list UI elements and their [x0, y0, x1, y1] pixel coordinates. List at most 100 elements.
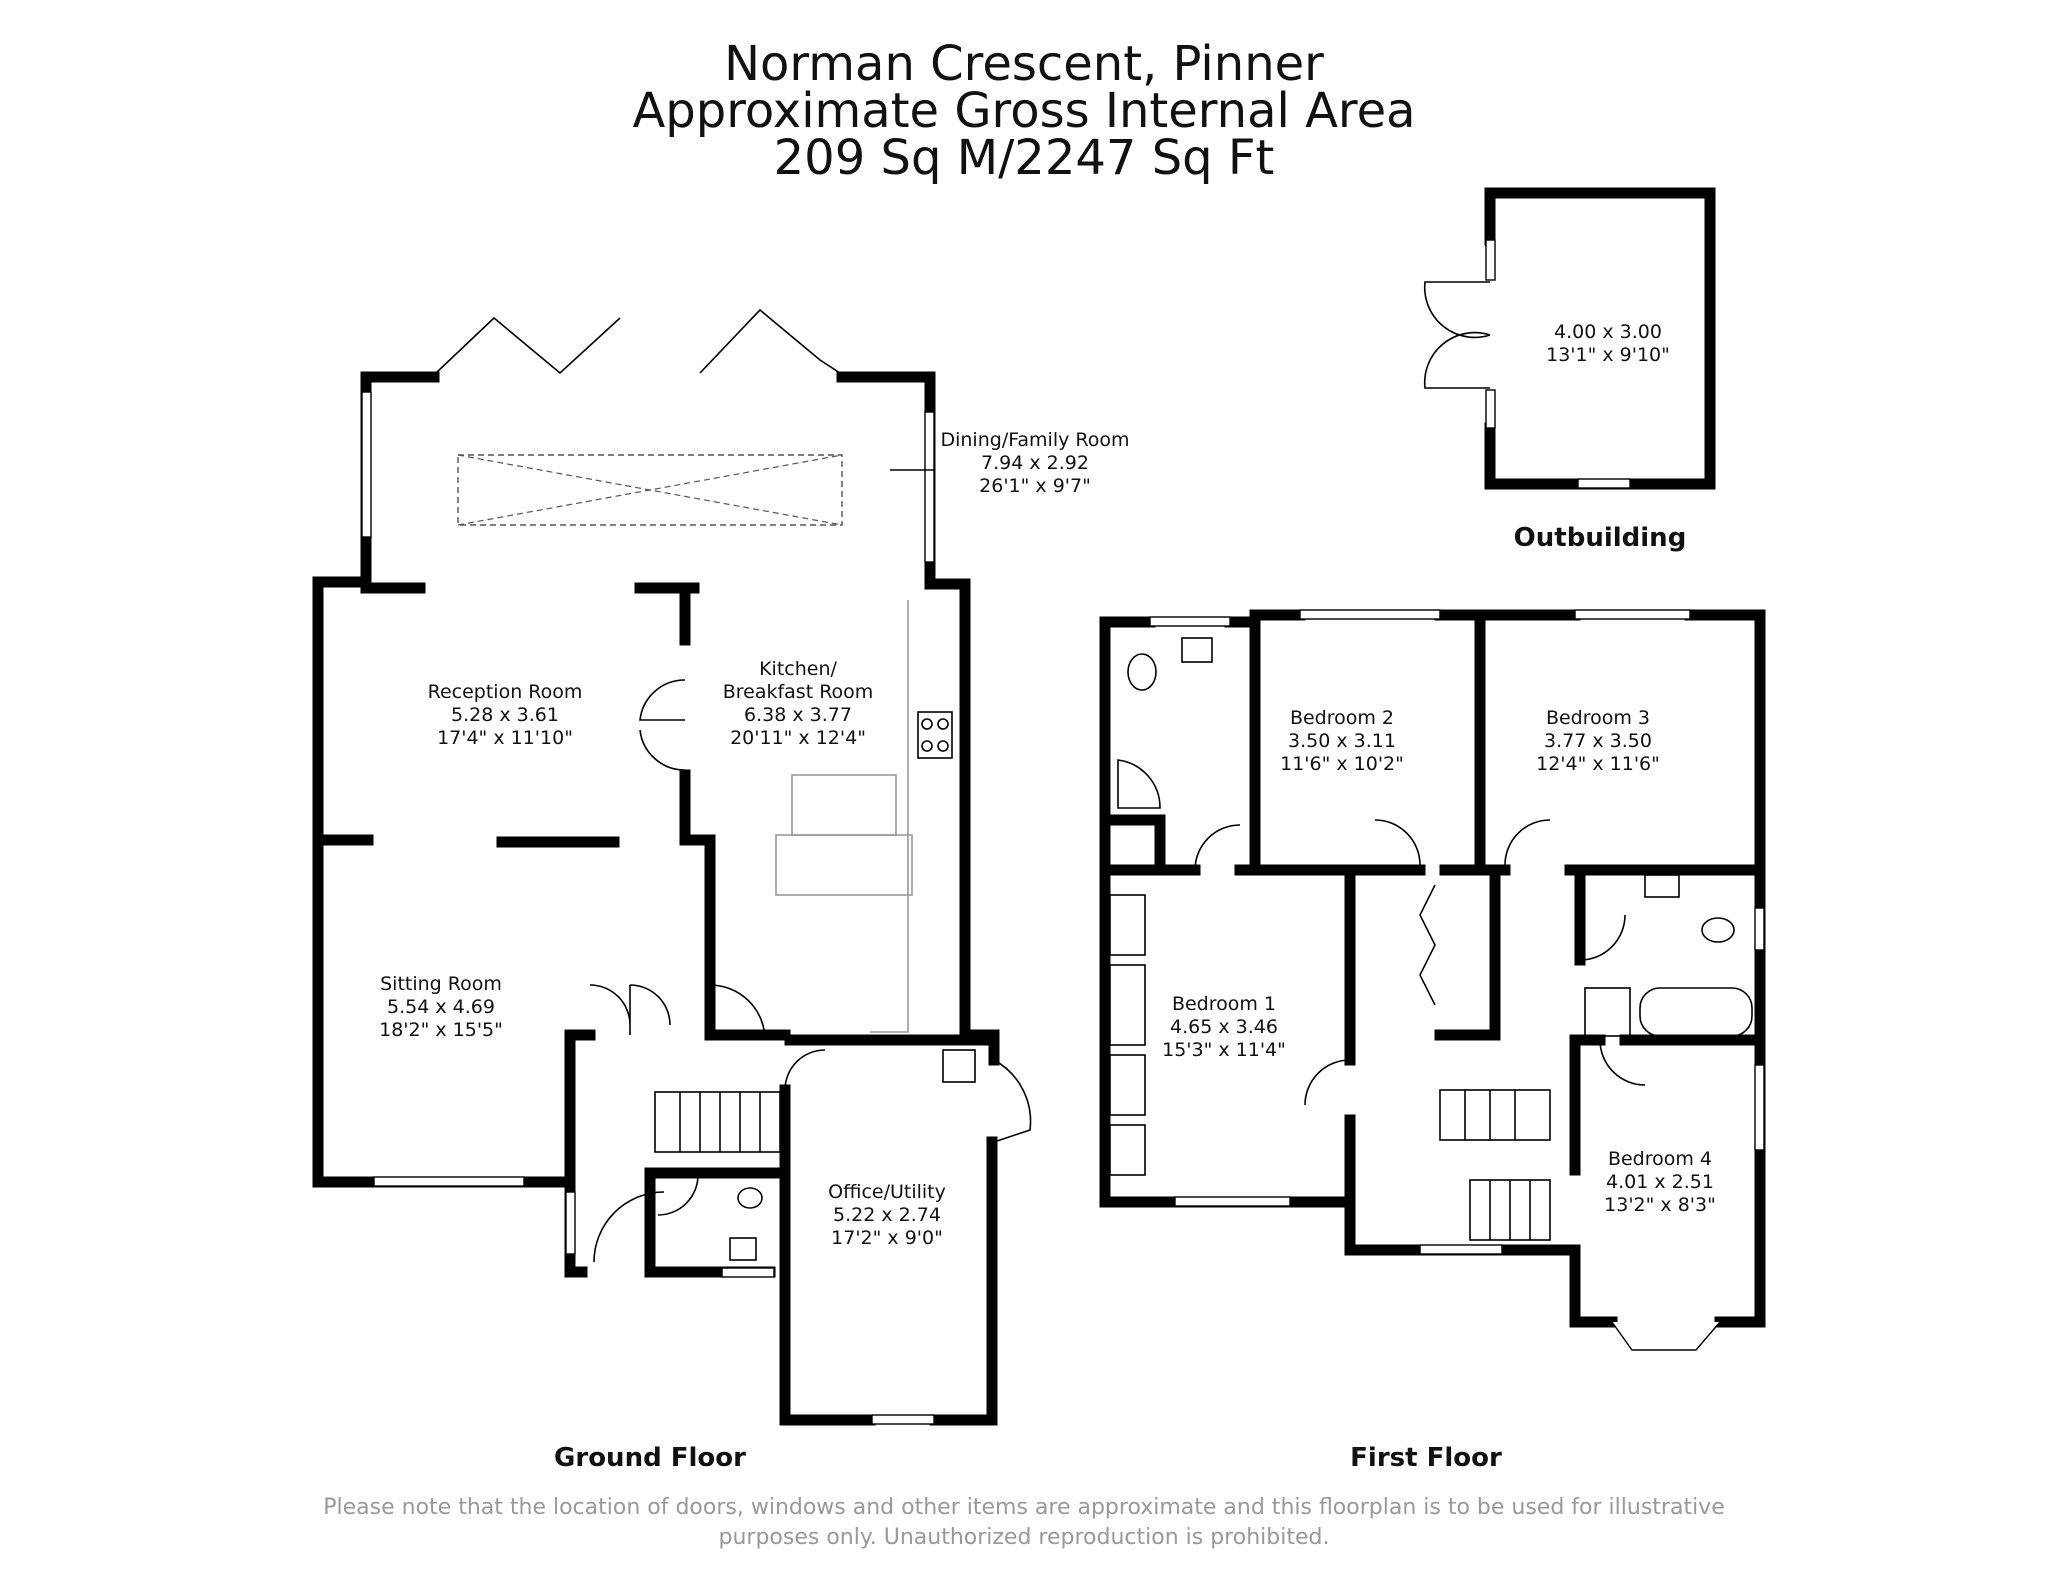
dining-room-metric: 7.94 x 2.92	[981, 452, 1089, 474]
bathroom2-toilet-icon	[1701, 917, 1735, 943]
ground-floor-plan: Dining/Family Room 7.94 x 2.92 26'1" x 9…	[312, 308, 1130, 1473]
ground-floor-label: Ground Floor	[554, 1443, 746, 1473]
outbuilding-metric: 4.00 x 3.00	[1554, 321, 1662, 343]
ensuite-cupboard-wall	[1104, 814, 1166, 876]
wc-toilet-icon	[737, 1187, 763, 1209]
wc-window	[721, 1267, 775, 1278]
ensuite-toilet-icon	[1127, 653, 1157, 691]
bedroom3-door	[1504, 819, 1551, 866]
bedroom3-imperial: 12'4" x 11'6"	[1536, 753, 1660, 775]
ground-stairs	[654, 1091, 781, 1153]
bedroom1-window	[1174, 1196, 1291, 1207]
office-south-window	[871, 1414, 935, 1425]
bedroom3-metric: 3.77 x 3.50	[1544, 730, 1652, 752]
bedroom4-name: Bedroom 4	[1608, 1148, 1712, 1170]
bifold-door-left	[435, 316, 621, 375]
landing-cupboard	[1434, 864, 1501, 1041]
first-north-wall-left	[1224, 609, 1306, 628]
bedroom4-bay-window	[1611, 1321, 1721, 1351]
bathroom2-bath-icon	[1639, 987, 1753, 1037]
hall-south-wall	[524, 1029, 596, 1188]
outbuilding-label: Outbuilding	[1514, 523, 1687, 553]
ensuite-shower-icon	[1117, 759, 1161, 809]
first-stairs	[1439, 1089, 1551, 1241]
ensuite-basin-icon	[1181, 637, 1213, 663]
bifold-door-right	[699, 308, 841, 374]
area-caption: Approximate Gross Internal Area	[632, 83, 1415, 139]
area-value: 209 Sq M/2247 Sq Ft	[774, 130, 1275, 186]
office-imperial: 17'2" x 9'0"	[831, 1227, 943, 1249]
property-name: Norman Crescent, Pinner	[724, 36, 1324, 92]
bathroom2-door	[1579, 914, 1626, 961]
outbuilding-west-window-bottom	[1485, 389, 1496, 429]
plan-header: Norman Crescent, Pinner Approximate Gros…	[632, 36, 1415, 186]
first-east-wall	[1684, 609, 1766, 1328]
bathroom2-window	[1754, 907, 1765, 951]
hob-icon	[917, 711, 953, 759]
bedroom4-imperial: 13'2" x 8'3"	[1604, 1194, 1716, 1216]
first-floor-plan: Bedroom 2 3.50 x 3.11 11'6" x 10'2" Bedr…	[1099, 609, 1766, 1473]
office-east-wall	[929, 1136, 998, 1426]
kitchen-name-line1: Kitchen/	[759, 658, 837, 680]
ensuite-window	[1149, 616, 1231, 627]
wc-basin-icon	[729, 1237, 757, 1261]
bedroom1-metric: 4.65 x 3.46	[1170, 1016, 1278, 1038]
bedroom2-name: Bedroom 2	[1290, 707, 1394, 729]
sitting-room-metric: 5.54 x 4.69	[387, 996, 495, 1018]
bedroom2-door	[1374, 819, 1421, 866]
ground-west-wall	[312, 371, 536, 1188]
landing-cupboard-doors	[1419, 884, 1436, 1006]
bedroom2-window	[1299, 609, 1441, 620]
porch-window	[565, 1191, 576, 1255]
utility-sink-icon	[942, 1049, 976, 1083]
outbuilding-imperial: 13'1" x 9'10"	[1546, 344, 1670, 366]
bedroom4-metric: 4.01 x 2.51	[1606, 1171, 1714, 1193]
outbuilding-walls	[1484, 187, 1716, 490]
disclaimer-line1: Please note that the location of doors, …	[323, 1495, 1724, 1520]
office-side-door	[993, 1059, 1032, 1143]
kitchen-island-base	[775, 834, 913, 896]
rooflight	[457, 454, 843, 526]
wc-door	[657, 1174, 699, 1216]
bedroom1-name: Bedroom 1	[1172, 993, 1276, 1015]
landing-window	[1419, 1244, 1503, 1255]
sitting-south-window	[373, 1176, 525, 1187]
bedroom1-wardrobes	[1109, 894, 1146, 1176]
kitchen-worktop	[870, 600, 909, 1033]
office-name: Office/Utility	[828, 1181, 946, 1203]
bedroom2-metric: 3.50 x 3.11	[1288, 730, 1396, 752]
disclaimer-line2: purposes only. Unauthorized reproduction…	[719, 1525, 1330, 1550]
first-floor-label: First Floor	[1350, 1443, 1502, 1473]
bedroom4-door	[1599, 1039, 1646, 1086]
office-west-wall	[779, 1084, 876, 1426]
reception-room-name: Reception Room	[428, 681, 583, 703]
reception-kitchen-doors	[639, 679, 686, 771]
bedroom1-door	[1304, 1059, 1351, 1106]
outbuilding-west-window-top	[1485, 239, 1496, 281]
ground-east-wall	[836, 371, 1000, 1041]
dining-room-imperial: 26'1" x 9'7"	[979, 475, 1091, 497]
dining-west-window	[361, 391, 372, 538]
hall-double-doors	[589, 984, 671, 1035]
bathroom2-shower-icon	[1584, 987, 1631, 1037]
front-door	[593, 1191, 665, 1263]
bathroom2-basin-icon	[1644, 874, 1680, 898]
bedroom2-imperial: 11'6" x 10'2"	[1280, 753, 1404, 775]
dining-east-window	[924, 411, 935, 563]
outbuilding-plan: 4.00 x 3.00 13'1" x 9'10" Outbuilding	[1423, 187, 1716, 553]
office-door	[784, 1049, 826, 1091]
kitchen-west-wall-low	[679, 834, 716, 1041]
disclaimer: Please note that the location of doors, …	[323, 1495, 1724, 1550]
kitchen-imperial: 20'11" x 12'4"	[730, 727, 866, 749]
sitting-room-name: Sitting Room	[380, 973, 502, 995]
bedroom3-window	[1574, 609, 1691, 620]
reception-room-imperial: 17'4" x 11'10"	[437, 727, 573, 749]
kitchen-metric: 6.38 x 3.77	[744, 704, 852, 726]
bedroom4-east-window	[1754, 1064, 1765, 1151]
kitchen-door	[709, 984, 766, 1041]
outbuilding-doors	[1423, 281, 1491, 389]
kitchen-island	[791, 774, 897, 836]
kitchen-name-line2: Breakfast Room	[723, 681, 874, 703]
outbuilding-south-window	[1577, 478, 1631, 489]
